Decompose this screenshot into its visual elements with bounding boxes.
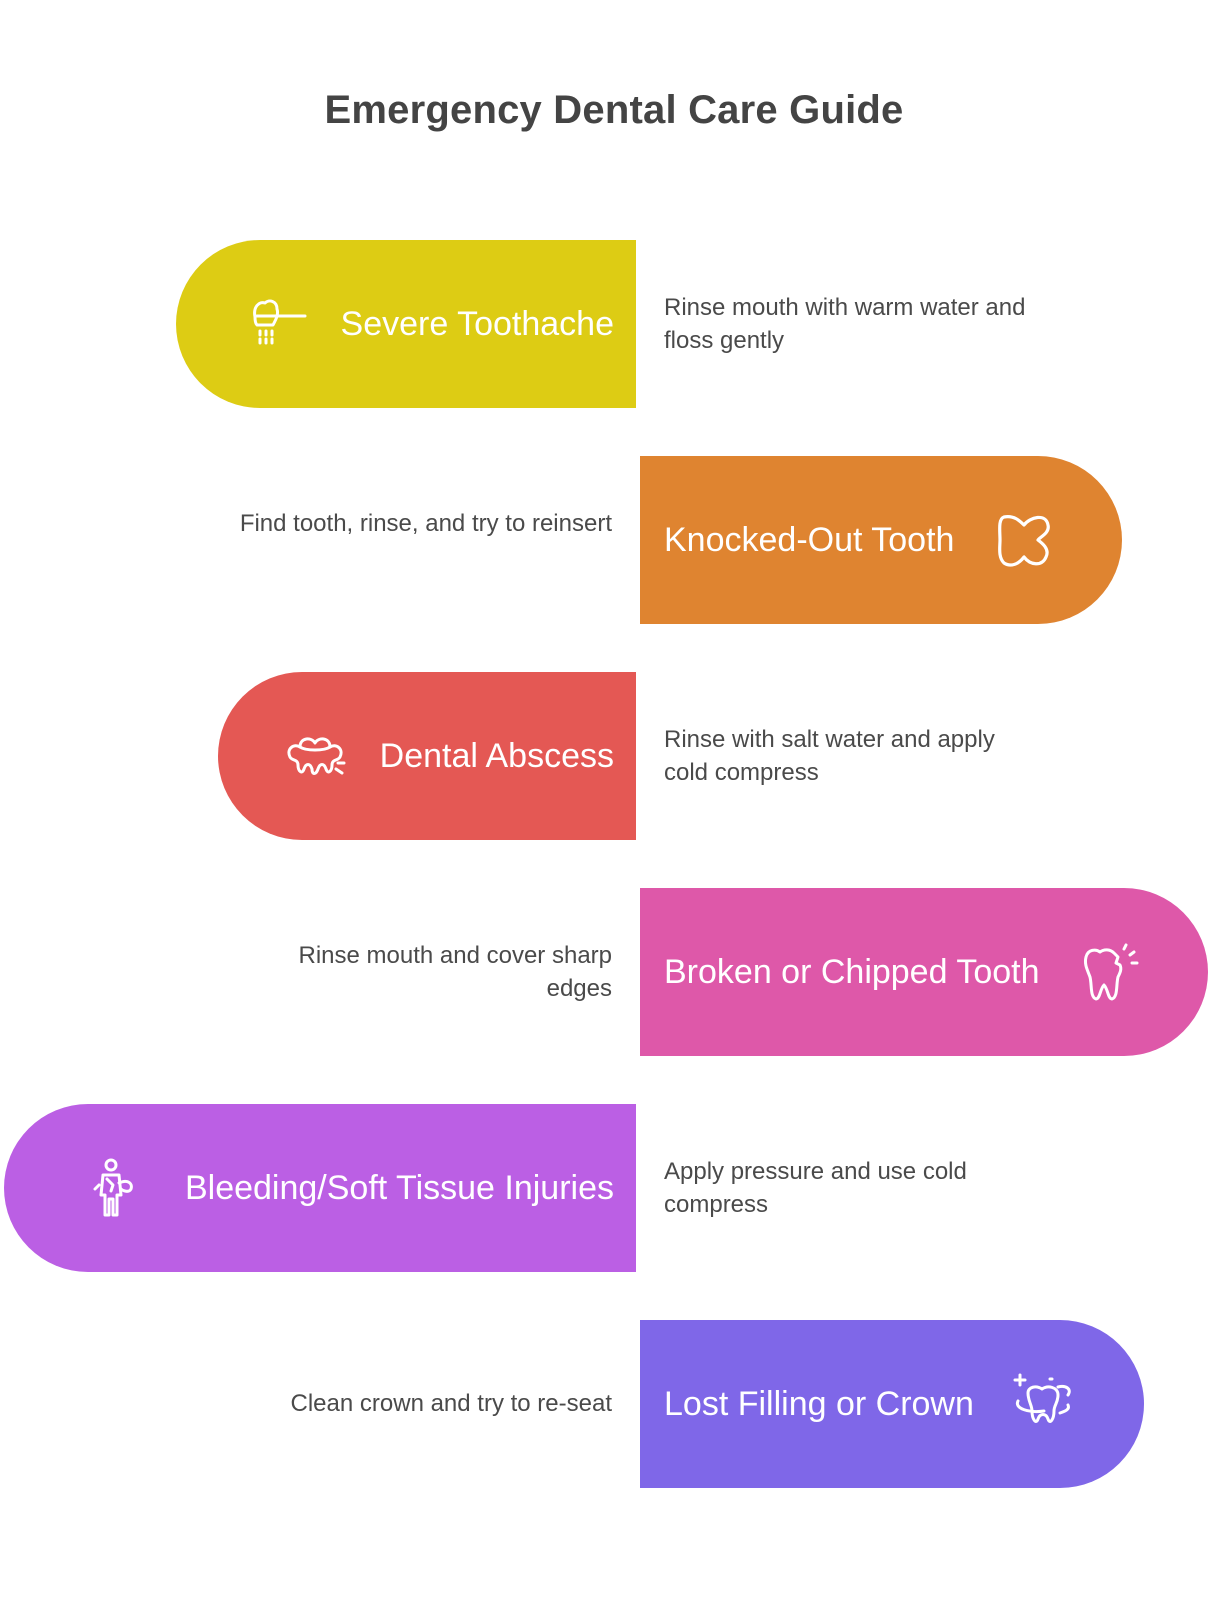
person-injury-icon xyxy=(87,1155,153,1221)
step-description: Find tooth, rinse, and try to reinsert xyxy=(239,510,612,537)
tooth-outline-icon xyxy=(990,507,1056,573)
step-description: Clean crown and try to re-seat xyxy=(290,1390,612,1417)
sparkle-tooth-icon xyxy=(1010,1371,1076,1437)
step-description: Rinse with salt water and apply cold com… xyxy=(664,726,995,786)
gums-teeth-icon xyxy=(282,723,348,789)
step-knocked-out-tooth: Knocked-Out Tooth xyxy=(640,456,1122,624)
step-broken-chipped-tooth: Broken or Chipped Tooth xyxy=(640,888,1208,1056)
step-label: Bleeding/Soft Tissue Injuries xyxy=(184,1168,614,1207)
step-dental-abscess: Dental Abscess xyxy=(218,672,636,840)
tooth-floss-icon xyxy=(243,291,309,357)
step-description: Rinse mouth with warm water and floss ge… xyxy=(664,294,1026,354)
step-label: Broken or Chipped Tooth xyxy=(664,952,1040,991)
step-label: Knocked-Out Tooth xyxy=(664,520,955,559)
step-label: Dental Abscess xyxy=(379,736,614,775)
step-description: Apply pressure and use cold compress xyxy=(664,1158,967,1218)
step-bleeding-soft-tissue: Bleeding/Soft Tissue Injuries xyxy=(4,1104,636,1272)
step-severe-toothache: Severe Toothache xyxy=(176,240,636,408)
step-lost-filling-crown: Lost Filling or Crown xyxy=(640,1320,1144,1488)
step-label: Lost Filling or Crown xyxy=(664,1384,974,1423)
step-description: Rinse mouth and cover sharp edges xyxy=(298,942,613,1002)
step-label: Severe Toothache xyxy=(340,304,614,343)
chipped-tooth-icon xyxy=(1076,939,1142,1005)
page-title: Emergency Dental Care Guide xyxy=(324,88,904,132)
